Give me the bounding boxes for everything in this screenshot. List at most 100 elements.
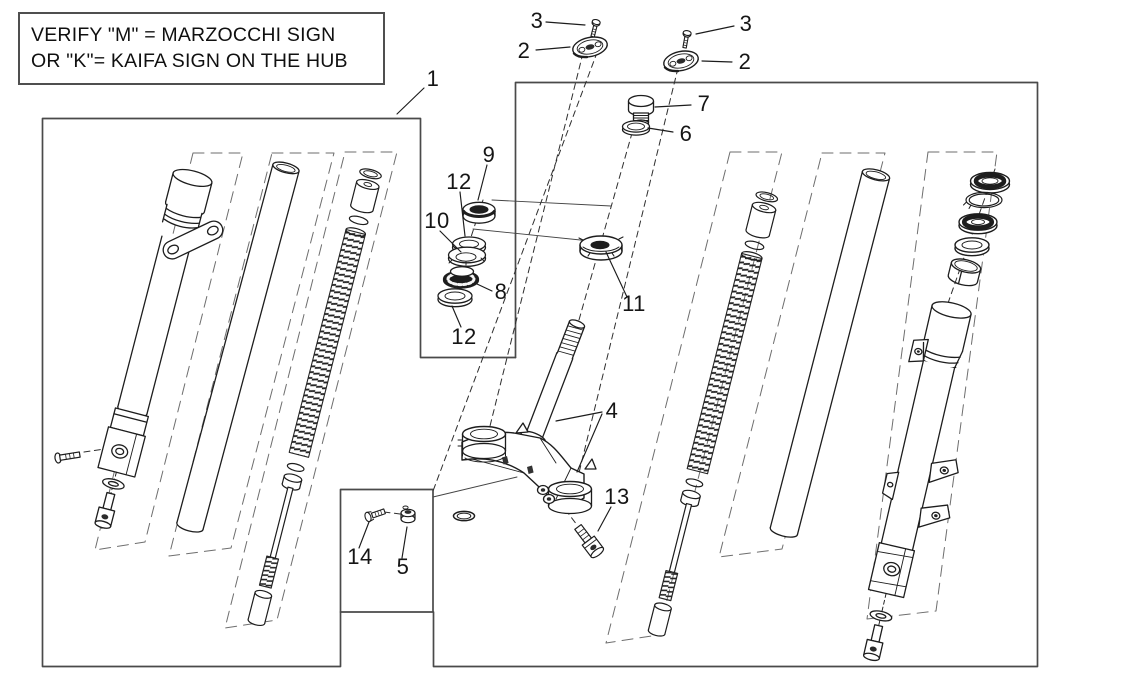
leader-10 (439, 230, 462, 253)
callout-3-right: 3 (739, 11, 753, 36)
yoke-clamp-ring-right (547, 480, 593, 515)
band-right-tube (718, 152, 886, 558)
o-ring (348, 215, 369, 226)
axis-left-cap (488, 52, 584, 431)
leader-9 (477, 164, 488, 201)
leader-3-right (695, 25, 735, 35)
left-fork-spring-column (247, 168, 382, 627)
yoke-clamp-ring-left (457, 425, 507, 463)
yoke-pinch-bolt (574, 523, 605, 559)
position-lines (432, 199, 612, 498)
axis-right-cap (575, 67, 679, 486)
leader-1 (396, 87, 425, 115)
bearing-top-race (462, 201, 496, 224)
leader-5 (401, 526, 408, 559)
seal-washer (954, 237, 990, 257)
dust-seal (969, 171, 1011, 194)
callout-7: 7 (697, 91, 711, 116)
yoke-stop-tab (515, 422, 529, 434)
callout-6: 6 (679, 121, 693, 146)
fender-bracket (162, 220, 224, 260)
band-right-slider (866, 151, 998, 620)
axis-adjuster (383, 511, 401, 515)
right-group-box (432, 81, 1039, 668)
callout-10: 10 (424, 208, 450, 233)
callout-11: 11 (622, 291, 646, 316)
leader-13 (597, 506, 612, 532)
left-group-box (41, 117, 517, 668)
damper-rod-right (647, 489, 701, 637)
leader-2-right (701, 60, 733, 63)
leader-12-lower (451, 305, 462, 328)
fork-spring-left (288, 227, 367, 458)
spring-spacer (350, 178, 380, 214)
yoke-stop-tab (584, 458, 597, 470)
leader-12-upper (459, 191, 466, 237)
axle-bolt-right (862, 624, 884, 662)
steering-bearing-stack (437, 201, 496, 308)
damper-rod-left (247, 473, 303, 627)
slide-bushing (947, 258, 982, 287)
callout-4: 4 (605, 398, 619, 423)
steering-cap-nut (627, 94, 655, 127)
steering-stem (520, 319, 586, 446)
taper-roller-bearing (442, 266, 480, 289)
stem-o-ring (452, 510, 476, 522)
line-box-to-stem (432, 476, 518, 498)
leader-8 (476, 283, 493, 292)
seal-stack (947, 171, 1011, 287)
axis-left-cap2 (432, 41, 602, 492)
leader-4 (555, 411, 603, 473)
axis-steering-stem (576, 111, 639, 328)
adjuster-nut (400, 505, 416, 524)
spring-seat-ring (286, 462, 305, 472)
callout-leaders (358, 21, 735, 559)
leader-2-left (535, 46, 571, 51)
callout-12-lower: 12 (451, 324, 477, 349)
pinch-bolt-left (54, 451, 81, 464)
fork-top-cap-right (663, 50, 699, 73)
cap-screw-left (590, 18, 601, 38)
callout-9: 9 (482, 142, 496, 167)
cap-screw-right (682, 30, 692, 49)
leader-7 (654, 104, 692, 108)
washer-left (102, 478, 125, 490)
steering-ring-nut (578, 235, 624, 261)
callout-5: 5 (396, 554, 410, 579)
spring-spacer (745, 201, 777, 239)
steering-washer-ring (621, 120, 651, 136)
callout-2-right: 2 (738, 49, 752, 74)
left-fork-inner-tube (176, 161, 300, 533)
right-fork-spring-column (647, 191, 779, 637)
leader-11 (605, 251, 628, 298)
pinch-bolt-boss (536, 484, 556, 505)
frame-boxes (41, 81, 1039, 668)
callout-8: 8 (494, 279, 508, 304)
note-box: VERIFY "M" = MARZOCCHI SIGN OR "K"= KAIF… (18, 12, 385, 85)
snap-ring (963, 191, 1003, 209)
rebound-spring-left (258, 555, 280, 589)
brake-caliper-lugs (881, 459, 959, 528)
right-fork-inner-tube (769, 168, 891, 538)
axle-clamp-right (867, 542, 916, 599)
callout-2-left: 2 (517, 38, 531, 63)
cone-washer (447, 246, 487, 267)
fork-top-cap-left (572, 36, 608, 59)
axle-bolt-left (94, 491, 116, 529)
callout-3-left: 3 (530, 8, 544, 33)
o-ring (744, 240, 765, 251)
callout-12-upper: 12 (446, 169, 472, 194)
leader-3-left (545, 21, 586, 26)
callout-1: 1 (426, 66, 440, 91)
washer-right (869, 610, 893, 622)
axle-clamp-left (97, 426, 146, 478)
line-washer-to-axis (472, 228, 601, 243)
o-ring (755, 191, 779, 203)
adjuster-screw (364, 508, 386, 523)
o-ring (359, 168, 382, 180)
adjuster-detail-box (339, 488, 434, 613)
spring-seat-ring (685, 478, 704, 488)
right-fork-slider (862, 301, 972, 662)
